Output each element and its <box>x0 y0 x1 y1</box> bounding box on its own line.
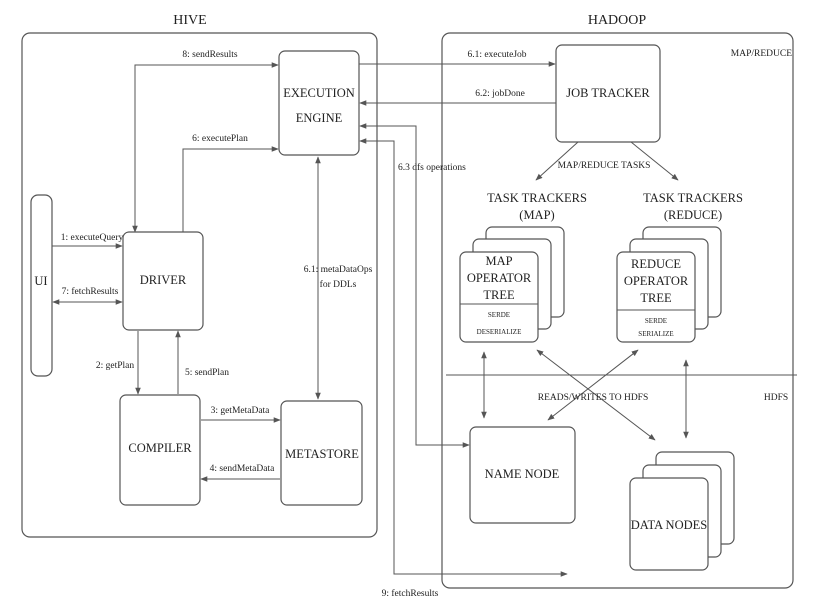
map-tree-label: OPERATOR <box>467 271 532 285</box>
map-serde-label: SERDE <box>488 311 510 319</box>
name-node-label: NAME NODE <box>485 467 560 481</box>
reduce-task-edge <box>630 141 679 181</box>
dfs-operations-edge <box>359 123 470 448</box>
ui-node <box>30 194 53 377</box>
execute-job-label: 6.1: executeJob <box>467 50 526 60</box>
fetch-results-hdfs-label: 9: fetchResults <box>382 588 439 599</box>
fetch-results-label: 7: fetchResults <box>62 286 119 297</box>
task-trackers-map-label: (MAP) <box>519 208 554 222</box>
map-task-edge <box>535 141 579 181</box>
metastore-label: METASTORE <box>285 447 359 461</box>
metadata-ops-label: for DDLs <box>320 279 357 290</box>
task-trackers-reduce-label: TASK TRACKERS <box>643 191 743 205</box>
map-tree-label: MAP <box>485 254 512 268</box>
reduce-task-card <box>616 251 696 343</box>
metadata-ops-label: 6.1: metaDataOps <box>304 265 373 275</box>
driver-label: DRIVER <box>140 273 187 287</box>
send-results-label: 8: sendResults <box>182 50 237 60</box>
map-task-card <box>459 251 539 343</box>
hadoop-title: HADOOP <box>588 13 647 28</box>
hive-title: HIVE <box>173 13 206 28</box>
hdfs-label: HDFS <box>764 393 788 403</box>
execution-engine-label: EXECUTION <box>283 86 355 100</box>
execute-plan-edge <box>182 146 279 232</box>
name-node <box>469 426 576 524</box>
fetch-results-hdfs-edge <box>359 138 568 577</box>
ui-label: UI <box>34 274 47 288</box>
reads-writes-label: READS/WRITES TO HDFS <box>538 393 649 403</box>
map-reduce-label: MAP/REDUCE <box>731 49 792 59</box>
data-nodes-label: DATA NODES <box>631 518 707 532</box>
get-plan-label: 2: getPlan <box>96 361 135 371</box>
map-serde-label: DESERIALIZE <box>477 328 522 336</box>
task-trackers-map-label: TASK TRACKERS <box>487 191 587 205</box>
execution-engine-label: ENGINE <box>296 111 343 125</box>
job-tracker-node <box>555 44 661 143</box>
execute-plan-label: 6: executePlan <box>192 134 248 144</box>
execute-query-label: 1: executeQuery <box>61 233 124 243</box>
compiler-node <box>119 394 201 506</box>
reduce-tree-label: OPERATOR <box>624 274 689 288</box>
send-plan-label: 5: sendPlan <box>185 368 229 378</box>
send-metadata-label: 4: sendMetaData <box>210 464 275 474</box>
job-tracker-label: JOB TRACKER <box>566 86 650 100</box>
reduce-serde-label: SERDE <box>645 317 667 325</box>
reduce-serde-label: SERIALIZE <box>638 330 673 338</box>
data-node-card <box>629 477 709 571</box>
map-reduce-tasks-label: MAP/REDUCE TASKS <box>558 161 651 171</box>
dfs-operations-label: 6.3 dfs operations <box>398 162 466 173</box>
reduce-tree-label: REDUCE <box>631 257 681 271</box>
execution-engine-node <box>278 50 360 156</box>
map-tree-label: TREE <box>483 288 515 302</box>
get-metadata-label: 3: getMetaData <box>211 406 271 416</box>
send-results-edge <box>132 62 279 233</box>
compiler-label: COMPILER <box>128 441 192 455</box>
reduce-namenode-edge <box>547 349 639 421</box>
job-done-label: 6.2: jobDone <box>475 89 525 99</box>
task-trackers-reduce-label: (REDUCE) <box>664 208 722 222</box>
reduce-tree-label: TREE <box>640 291 672 305</box>
